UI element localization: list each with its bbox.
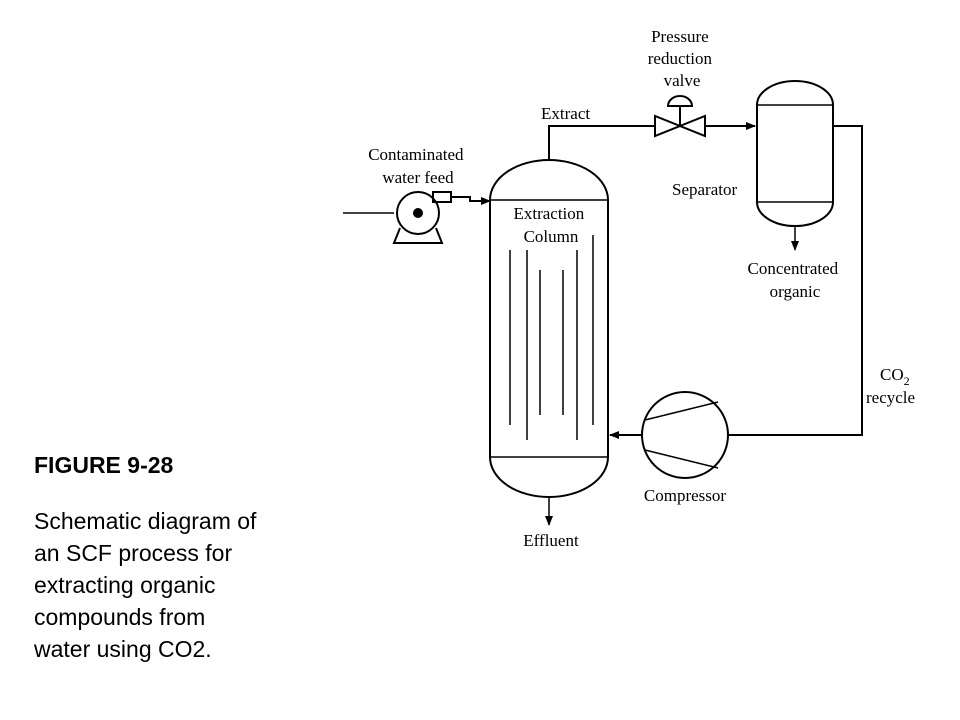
compressor <box>641 391 729 479</box>
feed-line <box>451 196 491 205</box>
caption-line: compounds from <box>34 604 206 630</box>
extract-line <box>548 125 655 160</box>
separator-label: Separator <box>672 180 737 199</box>
pressure-valve-label: Pressure reduction valve <box>648 27 716 90</box>
caption-line: Schematic diagram of <box>34 508 257 534</box>
separator-vessel <box>756 80 834 227</box>
co2-recycle-label: CO2 recycle <box>866 365 915 407</box>
compressor-label: Compressor <box>644 486 727 505</box>
effluent-label: Effluent <box>523 531 579 550</box>
feed-pump <box>343 191 452 244</box>
caption-line: an SCF process for <box>34 540 233 566</box>
figure-title: FIGURE 9-28 <box>34 452 174 478</box>
figure-caption: Schematic diagram of an SCF process for … <box>34 505 364 665</box>
feed-label: Contaminated water feed <box>368 145 468 187</box>
extract-label: Extract <box>541 104 590 123</box>
caption-line: extracting organic <box>34 572 216 598</box>
co2-recycle-line <box>728 125 863 436</box>
caption-line: water using CO2. <box>34 636 212 662</box>
extraction-column-label: Extraction Column <box>513 204 588 246</box>
concentrated-organic-label: Concentrated organic <box>748 259 843 301</box>
extraction-column <box>489 159 609 498</box>
pressure-reduction-valve <box>654 95 706 138</box>
